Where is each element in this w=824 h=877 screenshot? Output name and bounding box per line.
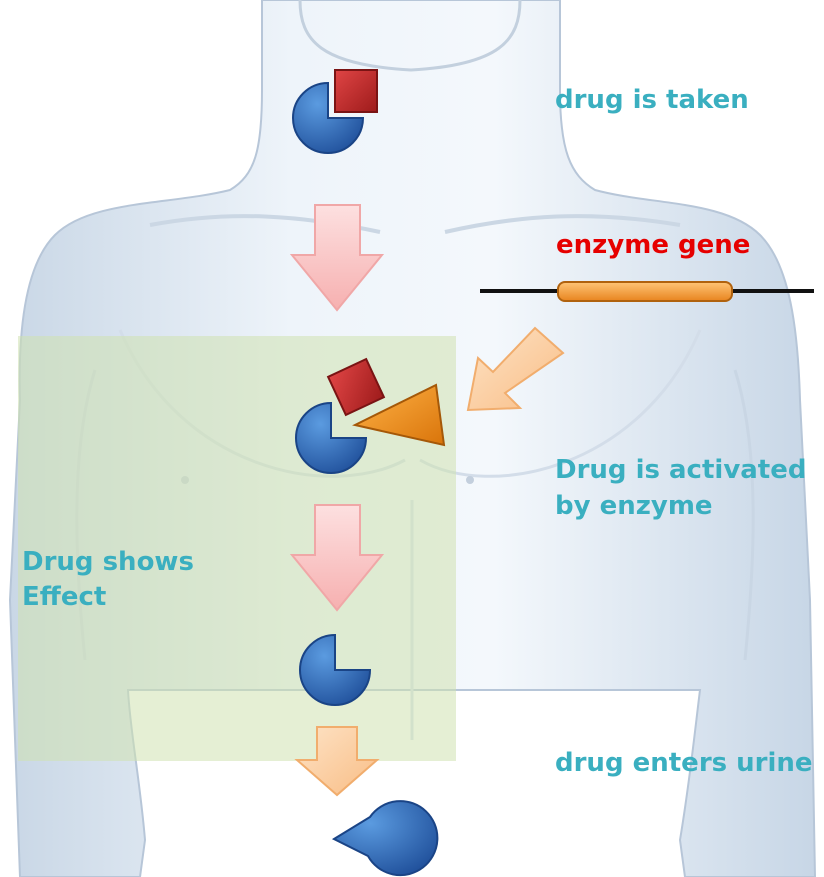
pie-molecule-icon: [334, 801, 437, 875]
enzyme-gene-label: enzyme gene: [556, 228, 750, 262]
drug-shows-label-line1: Drug shows: [22, 545, 194, 579]
drug-shows-label-line2: Effect: [22, 580, 106, 614]
drug-activated-label-line2: by enzyme: [555, 489, 713, 523]
drug-is-taken-label: drug is taken: [555, 83, 749, 117]
drug-enters-urine-label: drug enters urine: [555, 746, 813, 780]
square-molecule-icon: [335, 70, 377, 112]
drug-activated-label-line1: Drug is activated: [555, 453, 806, 487]
